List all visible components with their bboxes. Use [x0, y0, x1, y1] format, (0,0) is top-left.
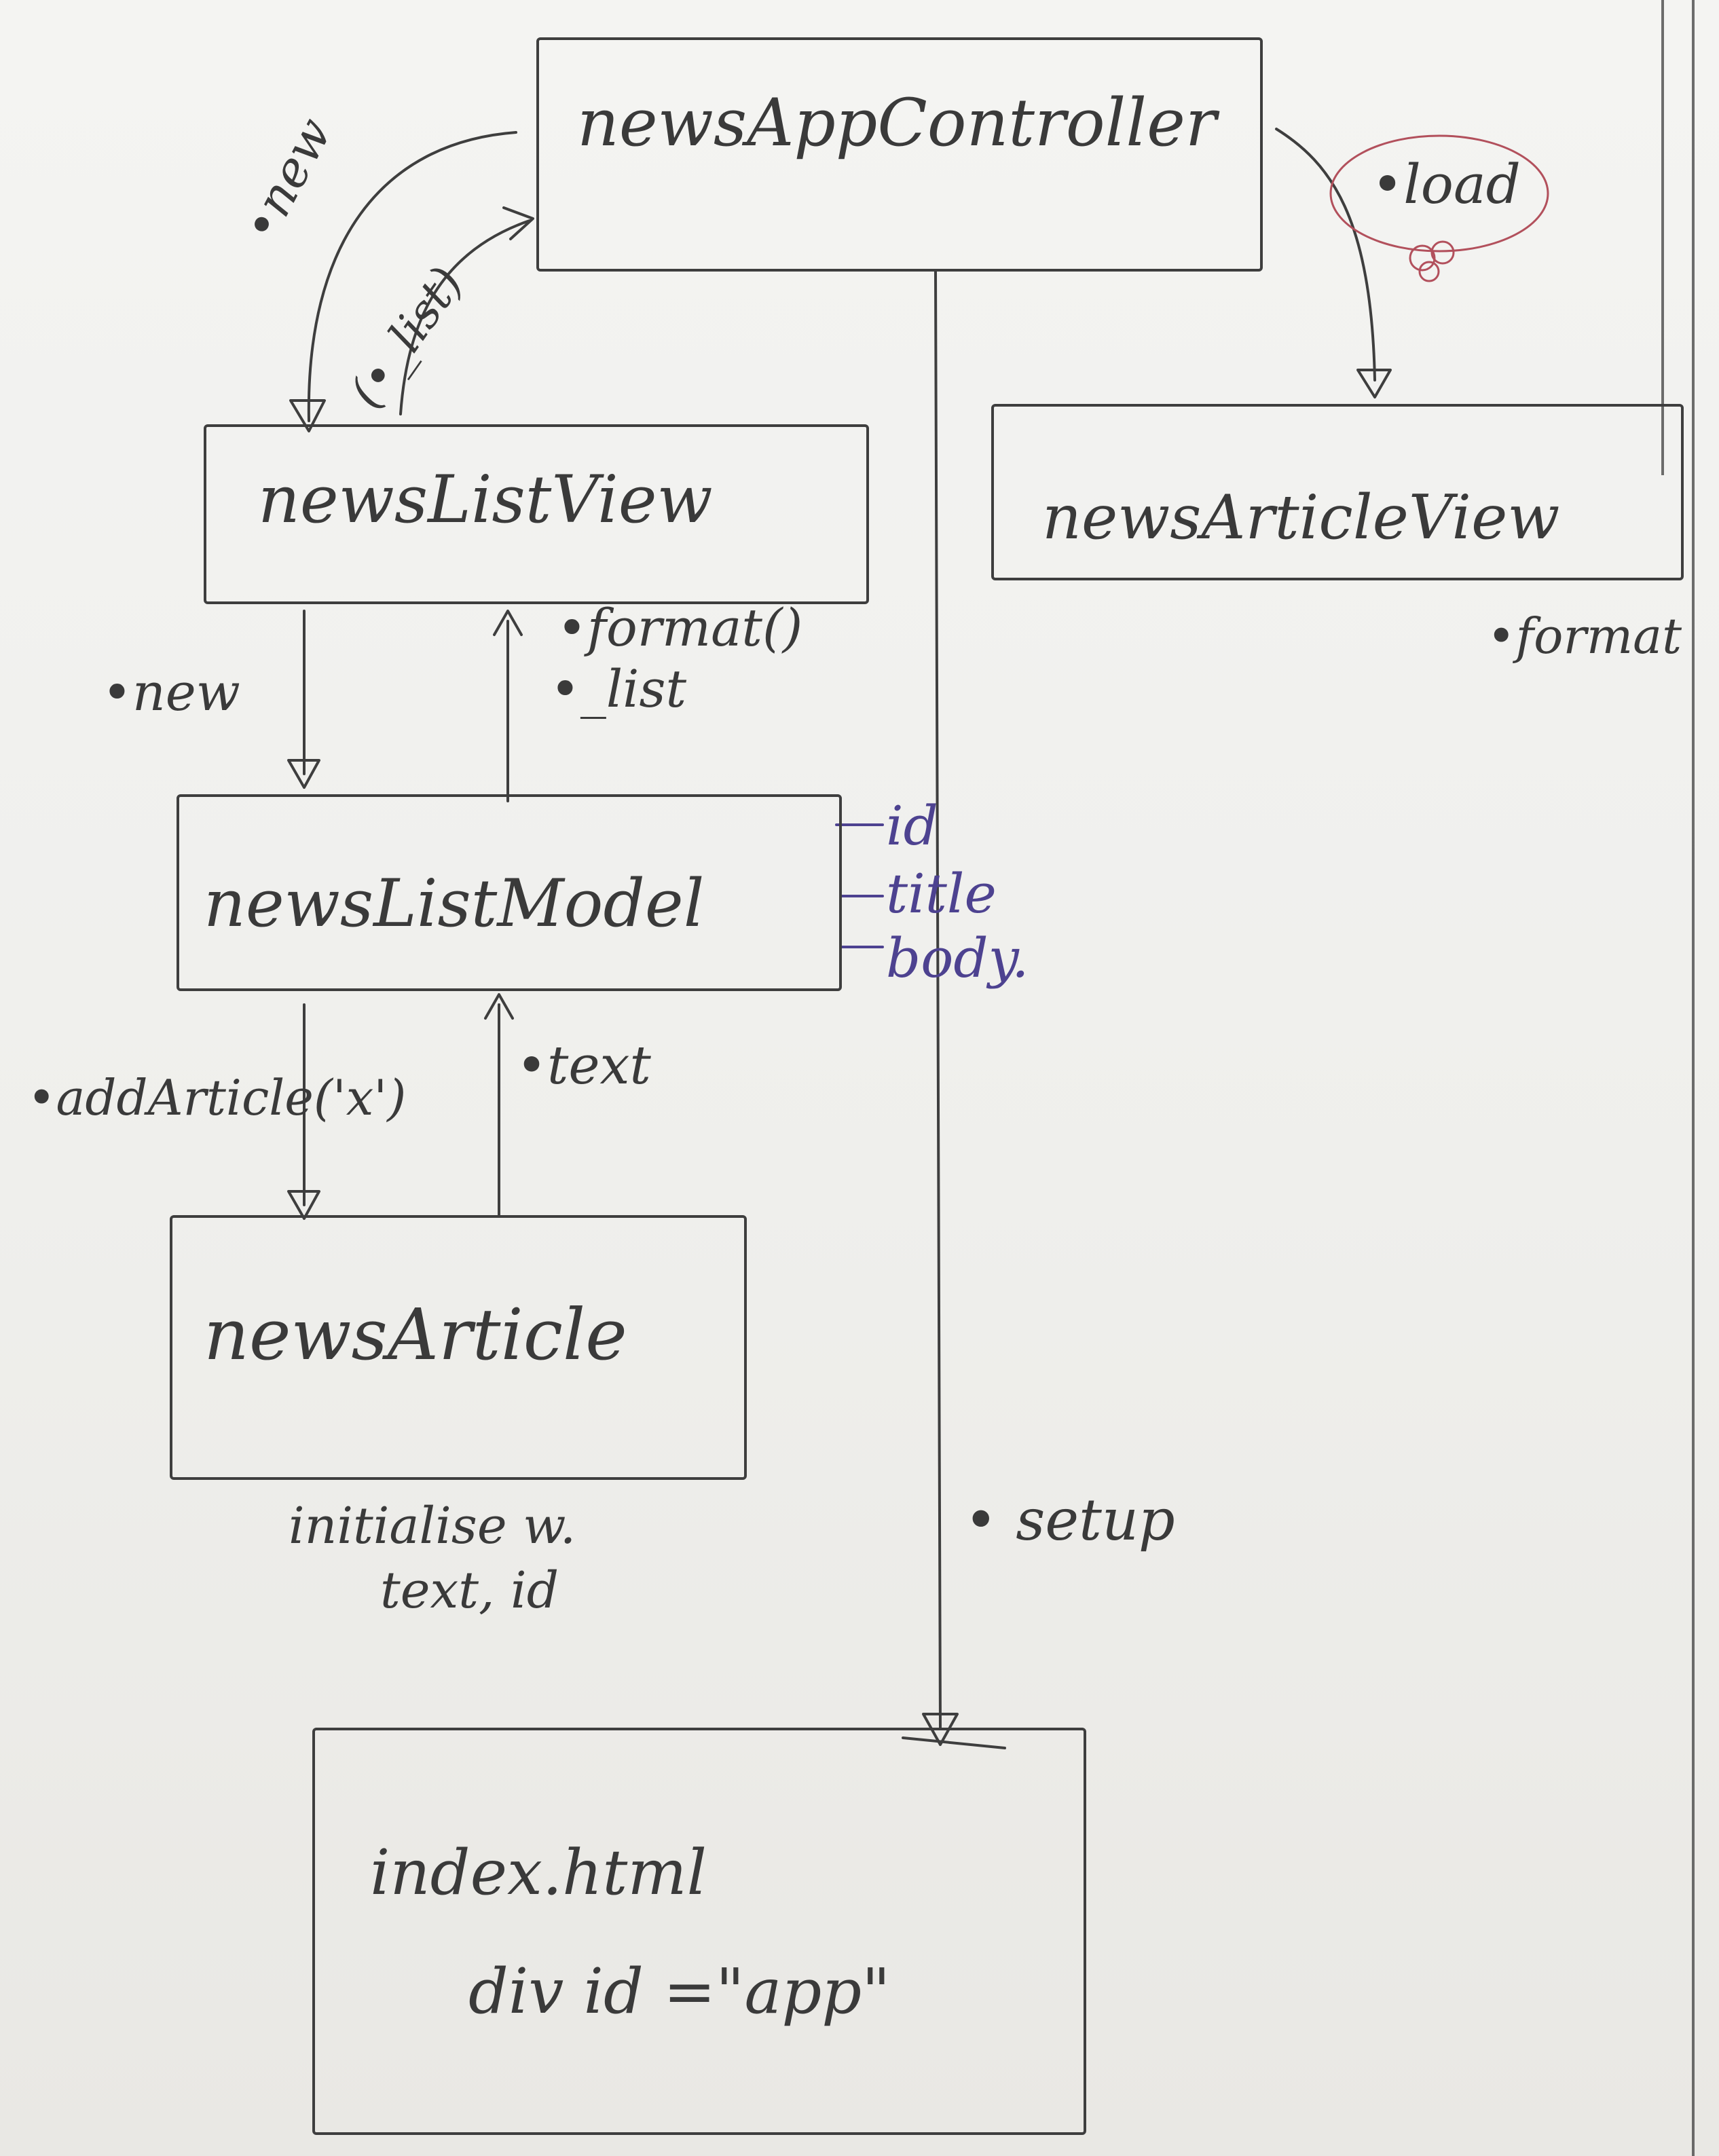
arrow-controller-to-articleview	[1275, 128, 1376, 382]
doodle	[1430, 240, 1455, 265]
doodle	[1409, 244, 1436, 272]
news-article-box	[170, 1215, 747, 1480]
note-model-field-id: id	[886, 794, 938, 857]
note-model-to-article: •addArticle('x')	[27, 1069, 407, 1126]
news-list-view-label: newsListView	[258, 462, 713, 538]
note-articleview-format: •format	[1487, 608, 1682, 665]
arrowhead	[502, 206, 534, 240]
note-listview-to-model: •new	[102, 662, 240, 722]
note-article-init-1: initialise w.	[289, 1497, 576, 1555]
arrowhead	[484, 993, 514, 1020]
note-controller-to-articleview: •load	[1371, 153, 1521, 216]
note-article-init-2: text, id	[380, 1561, 559, 1620]
page-margin-line	[1661, 0, 1664, 475]
note-model-field-body: body.	[886, 927, 1029, 990]
index-html-box	[312, 1728, 1086, 2135]
page-margin-line	[1692, 0, 1695, 2156]
arrow-controller-to-listview	[307, 131, 517, 422]
note-article-to-model: •text	[516, 1035, 651, 1096]
arrowhead	[493, 610, 523, 636]
arrowhead	[1356, 369, 1392, 398]
index-html-line1: index.html	[370, 1836, 707, 1909]
note-model-to-listview-1: •format()	[557, 597, 803, 658]
index-box-tick	[902, 1736, 1006, 1749]
index-html-line2: div id ="app"	[468, 1955, 891, 2028]
doodle	[1418, 261, 1440, 282]
news-app-controller-label: newsAppController	[577, 85, 1217, 161]
news-list-view-box	[204, 424, 869, 604]
news-list-model-label: newsListModel	[204, 866, 705, 942]
note-model-field-title: title	[886, 862, 997, 925]
arrow-controller-to-index	[934, 270, 942, 1729]
load-circle	[1329, 134, 1549, 253]
arrowhead	[287, 1190, 320, 1220]
news-list-model-box	[177, 794, 842, 991]
arrow-listview-to-controller	[399, 219, 531, 415]
news-article-view-box	[991, 404, 1684, 580]
arrowhead	[289, 399, 326, 432]
note-model-to-listview-2: •_list	[550, 658, 686, 719]
arrowhead	[287, 759, 320, 789]
note-controller-to-index: • setup	[964, 1487, 1175, 1553]
news-article-label: newsArticle	[204, 1293, 627, 1376]
news-app-controller-box	[536, 37, 1263, 272]
news-article-view-label: newsArticleView	[1042, 482, 1560, 553]
